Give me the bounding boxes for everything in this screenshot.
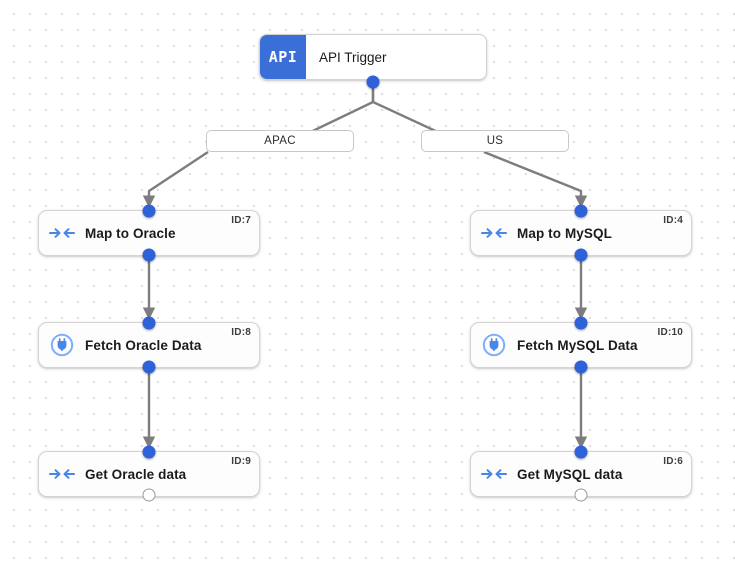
api-badge-icon: API [260,35,306,79]
handle-input-fetch-oracle-data[interactable] [142,316,156,330]
edge-apac-to-map-oracle [142,150,209,208]
handle-output-fetch-oracle-data[interactable] [142,360,156,374]
connector-plug-icon [471,333,517,357]
node-id-badge: ID:6 [663,456,683,467]
node-id-badge: ID:10 [657,327,683,338]
handle-output-get-oracle-data[interactable] [142,488,156,502]
node-api-trigger[interactable]: API API Trigger [259,34,487,80]
node-label: Get MySQL data [517,466,623,482]
map-transform-icon [39,225,85,241]
handle-input-map-to-mysql[interactable] [574,204,588,218]
node-id-badge: ID:4 [663,215,683,226]
handle-output-api-trigger[interactable] [366,75,380,89]
node-id-badge: ID:7 [231,215,251,226]
handle-output-map-to-oracle[interactable] [142,248,156,262]
node-label: Get Oracle data [85,466,187,482]
node-label: Fetch MySQL Data [517,337,638,353]
node-map-to-mysql[interactable]: Map to MySQL ID:4 [470,210,692,256]
node-fetch-mysql-data[interactable]: Fetch MySQL Data ID:10 [470,322,692,368]
node-label: Map to MySQL [517,225,612,241]
branch-label-us[interactable]: US [421,130,569,152]
handle-input-map-to-oracle[interactable] [142,204,156,218]
branch-label-apac[interactable]: APAC [206,130,354,152]
connector-plug-icon [39,333,85,357]
handle-output-get-mysql-data[interactable] [574,488,588,502]
node-label: Fetch Oracle Data [85,337,202,353]
node-id-badge: ID:9 [231,456,251,467]
node-id-badge: ID:8 [231,327,251,338]
node-label: Map to Oracle [85,225,176,241]
map-transform-icon [471,466,517,482]
handle-input-fetch-mysql-data[interactable] [574,316,588,330]
map-transform-icon [471,225,517,241]
handle-output-map-to-mysql[interactable] [574,248,588,262]
node-label: API Trigger [319,49,387,65]
edge-us-to-map-mysql [483,150,588,208]
map-transform-icon [39,466,85,482]
handle-output-fetch-mysql-data[interactable] [574,360,588,374]
handle-input-get-oracle-data[interactable] [142,445,156,459]
handle-input-get-mysql-data[interactable] [574,445,588,459]
